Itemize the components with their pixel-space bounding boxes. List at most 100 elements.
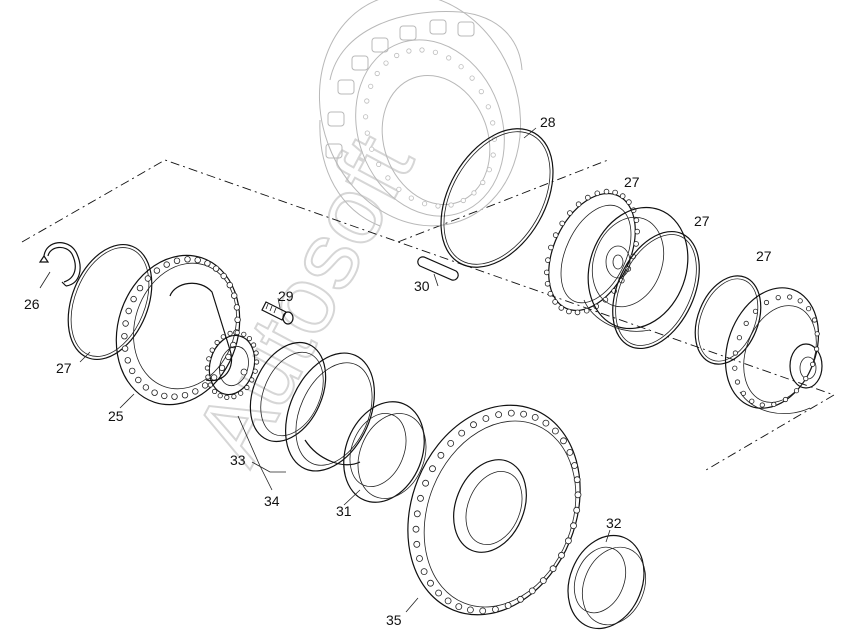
cover-hole	[811, 317, 818, 323]
housing-hole	[458, 64, 464, 70]
gear-tooth	[575, 201, 582, 208]
hub-hole	[192, 388, 199, 395]
hub-hole	[135, 376, 142, 384]
hub-spline-teeth	[204, 329, 260, 400]
cover-hole	[797, 298, 803, 304]
cover-hole	[763, 299, 770, 306]
disc-hole	[528, 587, 536, 595]
disc-hole	[444, 597, 452, 605]
callout-27-upper: 27	[624, 174, 640, 190]
part-31-bearing	[343, 401, 427, 503]
cover-hole	[734, 379, 741, 385]
disc-hole	[507, 409, 515, 417]
hub-hole	[173, 257, 181, 264]
brake-disc-holes	[412, 409, 582, 615]
spline-tooth	[220, 334, 226, 340]
disc-hole	[566, 448, 574, 456]
cover-hole	[771, 401, 777, 407]
gear-tooth	[626, 199, 632, 205]
disc-hole	[466, 606, 474, 614]
cover-hole	[787, 294, 793, 300]
gear-tooth	[574, 309, 581, 316]
spline-tooth	[241, 331, 247, 337]
housing-hole	[394, 52, 400, 59]
disc-hole	[517, 595, 524, 603]
spline-tooth	[205, 374, 211, 380]
part-26-snap-ring	[38, 242, 81, 287]
hub-hole	[225, 353, 232, 361]
callouts: 28 27 27 27 26 29 30 27 25 33 34 31 32 3…	[24, 114, 772, 628]
housing-hole	[374, 70, 380, 77]
housing-hole	[421, 201, 428, 207]
gear-tooth	[544, 280, 551, 287]
hub-bolt-holes	[121, 256, 241, 400]
housing-bolt-holes	[362, 47, 497, 209]
spline-tooth	[207, 382, 213, 388]
disc-hole	[413, 510, 421, 518]
disc-hole	[470, 421, 477, 429]
disc-hole	[417, 494, 424, 502]
housing-hole	[362, 114, 369, 120]
spline-tooth	[227, 330, 233, 336]
planet-carrier	[583, 206, 689, 332]
callout-27-right: 27	[756, 248, 772, 264]
callout-27-left: 27	[56, 360, 72, 376]
disc-hole	[427, 579, 434, 587]
disc-hole	[479, 607, 487, 615]
hub-hole	[220, 272, 227, 280]
cover-hole	[732, 350, 739, 356]
spline-tooth	[253, 350, 259, 356]
disc-hole	[570, 522, 577, 530]
housing-hole	[446, 55, 452, 61]
gear-tooth	[547, 290, 554, 297]
spline-tooth	[214, 339, 220, 346]
gear-tooth	[633, 217, 640, 224]
disc-hole	[429, 465, 436, 473]
gear-tooth	[583, 307, 590, 314]
hub-hole	[171, 393, 178, 400]
disc-hole	[558, 551, 565, 559]
cover-hub	[724, 287, 823, 415]
hub-hole	[163, 261, 170, 268]
hub-hole	[181, 392, 189, 399]
part-27-o-ring-mid	[612, 230, 700, 350]
spline-tooth	[206, 356, 212, 362]
hub-hole	[210, 374, 218, 381]
part-33-34-seals	[249, 341, 375, 472]
spline-tooth	[231, 393, 237, 400]
gear-tooth	[543, 269, 550, 276]
spline-tooth	[224, 394, 230, 400]
disc-hole	[413, 540, 421, 548]
part-25-hub	[115, 254, 260, 406]
hub-hole	[204, 260, 211, 267]
gear-tooth	[552, 232, 559, 238]
cover-hole	[809, 361, 816, 367]
hub-hole	[136, 284, 144, 292]
cover-hole	[736, 335, 743, 341]
cover-hole	[740, 390, 747, 396]
hub-hole	[184, 256, 191, 263]
callout-35: 35	[386, 612, 402, 628]
gear-tooth	[603, 188, 610, 195]
part-30-pin	[417, 256, 459, 281]
cover-bolt-holes	[732, 294, 820, 408]
callout-29: 29	[278, 288, 294, 304]
disc-hole	[435, 589, 443, 597]
gear-tooth	[612, 189, 618, 196]
callout-32: 32	[606, 515, 622, 531]
disc-hole	[495, 411, 503, 419]
disc-hole	[416, 555, 423, 562]
part-32-bearing	[567, 534, 646, 630]
spline-tooth	[204, 365, 210, 371]
disc-hole	[422, 479, 430, 487]
disc-hole	[539, 577, 547, 584]
disc-hole	[458, 429, 466, 437]
disc-hole	[573, 506, 581, 514]
gear-tooth	[558, 305, 565, 311]
part-28-o-ring	[440, 128, 554, 268]
hub-hole	[144, 275, 152, 282]
gear-tooth	[559, 220, 565, 227]
hub-hole	[153, 267, 161, 274]
cover-hole	[775, 294, 781, 301]
hub-hole	[124, 357, 131, 364]
